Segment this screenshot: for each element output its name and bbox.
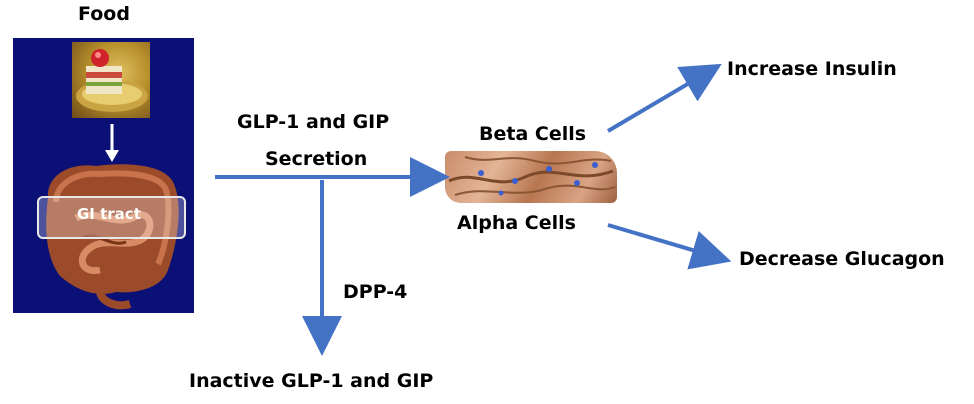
beta-cells-label: Beta Cells — [479, 123, 587, 145]
food-label: Food — [78, 3, 130, 25]
secretion-label-line2: Secretion — [265, 148, 368, 170]
secretion-label-line1: GLP-1 and GIP — [237, 111, 390, 133]
white-down-arrow-icon — [105, 124, 119, 162]
dpp4-label: DPP-4 — [343, 281, 408, 303]
gi-tract-label: GI tract — [77, 205, 141, 223]
glucagon-arrow — [607, 223, 732, 270]
inactive-glp1-gip-label: Inactive GLP-1 and GIP — [189, 370, 434, 392]
alpha-cells-label: Alpha Cells — [457, 212, 576, 234]
decrease-glucagon-label: Decrease Glucagon — [739, 248, 945, 270]
gi-tract-label-box — [37, 196, 186, 239]
increase-insulin-label: Increase Insulin — [727, 58, 897, 80]
pancreatic-cells-photo — [445, 151, 617, 203]
food-photo — [72, 42, 150, 118]
insulin-arrow — [606, 63, 722, 133]
